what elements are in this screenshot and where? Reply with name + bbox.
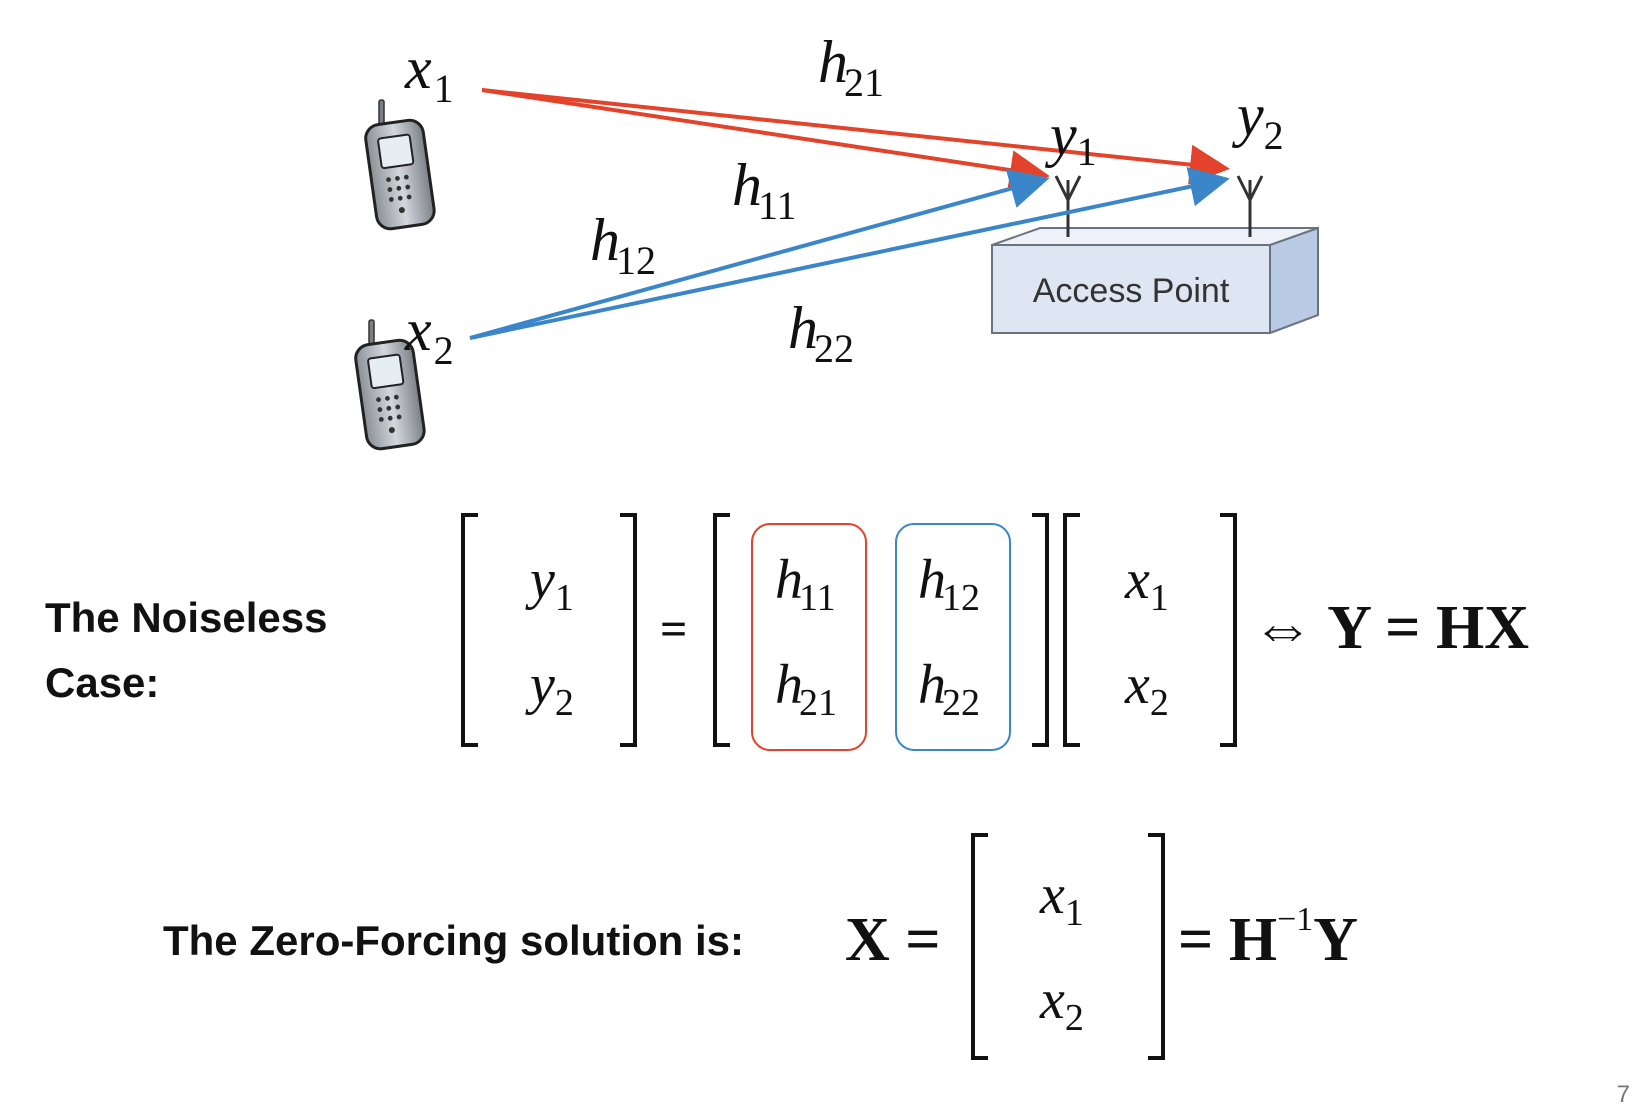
x-vector-entry-2: x2 — [1124, 654, 1169, 724]
phone-icon-user1 — [364, 99, 436, 231]
x-vector-left-bracket — [1063, 513, 1080, 747]
y-vector-right-bracket — [620, 513, 637, 747]
rx-label-y1: y1 — [1044, 102, 1097, 174]
x-solution-right-bracket — [1148, 833, 1165, 1060]
tx-label-x1: x1 — [404, 35, 454, 111]
channel-label-h12: h12 — [590, 207, 656, 283]
y-vector-entry-2: y2 — [525, 654, 574, 724]
h-matrix-entry-12: h12 — [918, 549, 980, 619]
equation1-compact-form: ⇔ Y = HX — [1252, 594, 1529, 662]
access-point-label: Access Point — [1033, 272, 1230, 310]
x-vector-entry-1: x1 — [1124, 549, 1169, 619]
h-matrix-right-bracket — [1032, 513, 1049, 747]
h-matrix-left-bracket — [713, 513, 730, 747]
h-matrix-entry-21: h21 — [775, 654, 837, 724]
page-number: 7 — [1617, 1081, 1630, 1108]
x-solution-entry-1: x1 — [1039, 864, 1084, 934]
x-solution-entry-2: x2 — [1039, 969, 1084, 1039]
rx-label-y2: y2 — [1231, 82, 1284, 158]
noiseless-case-label-line1: The Noiseless — [45, 594, 327, 641]
antenna-icon-2 — [1236, 175, 1264, 237]
channel-label-h11: h11 — [732, 152, 797, 228]
channel-arrow-h12 — [469, 169, 1050, 340]
equation2-lhs: X = — [845, 906, 941, 974]
y-vector-left-bracket — [461, 513, 478, 747]
h-column-1-highlight — [751, 523, 867, 751]
access-point-box: Access Point — [991, 226, 1319, 335]
channel-arrow-h11 — [481, 88, 1050, 190]
channel-arrow-h22 — [469, 167, 1230, 340]
tx-label-x2: x2 — [404, 297, 454, 373]
antenna-icon-1 — [1054, 175, 1082, 237]
x-solution-left-bracket — [971, 833, 988, 1060]
channel-label-h21: h21 — [818, 29, 884, 105]
h-column-2-highlight — [895, 523, 1011, 751]
phone-icon-user2 — [354, 319, 426, 451]
x-vector-right-bracket — [1220, 513, 1237, 747]
channel-arrow-h21 — [481, 88, 1230, 185]
equation1-equals: = — [660, 603, 687, 656]
equation2-rhs: = H−1Y — [1178, 901, 1358, 974]
channel-label-h22: h22 — [788, 295, 854, 371]
h-matrix-entry-22: h22 — [918, 654, 980, 724]
noiseless-case-label-line2: Case: — [45, 659, 159, 706]
y-vector-entry-1: y1 — [525, 549, 574, 619]
zero-forcing-label: The Zero-Forcing solution is: — [163, 917, 744, 964]
h-matrix-entry-11: h11 — [775, 549, 836, 619]
